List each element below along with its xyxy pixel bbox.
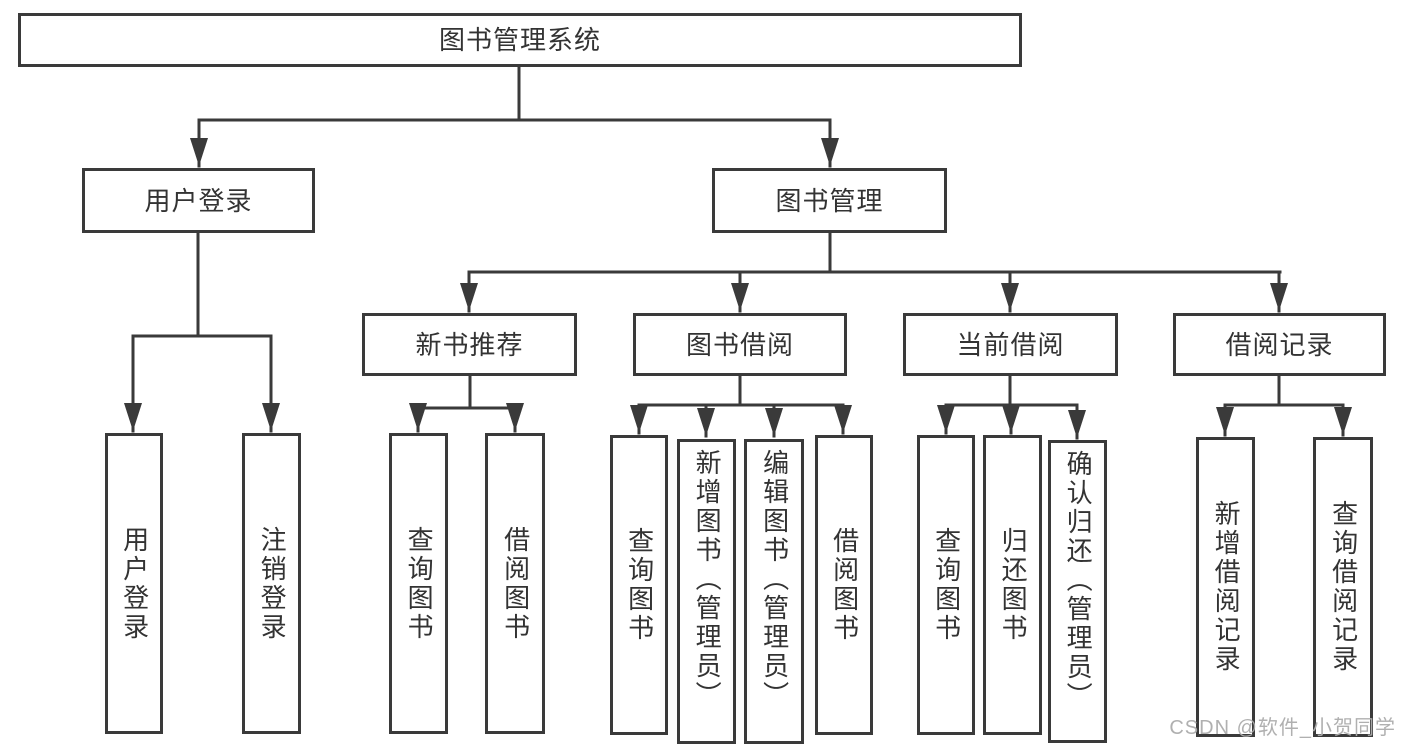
connector-borrow-records (1223, 374, 1345, 407)
node-add-book-admin: 新增图书（管理员） (677, 439, 736, 744)
node-label: 图书借阅 (685, 329, 794, 360)
node-borrow-records: 借阅记录 (1173, 313, 1386, 376)
node-confirm-return-admin: 确认归还（管理员） (1048, 440, 1107, 743)
node-label: 查询借阅记录 (1328, 500, 1359, 674)
node-library-system: 图书管理系统 (18, 13, 1022, 67)
connector-book-borrowing (637, 374, 845, 407)
node-logout-leaf: 注销登录 (242, 433, 301, 734)
node-label: 查询图书 (624, 527, 655, 643)
watermark-text: CSDN @软件_小贺同学 (1169, 717, 1396, 739)
node-label: 编辑图书（管理员） (759, 449, 790, 710)
node-label: 借阅图书 (500, 525, 531, 642)
node-edit-book-admin: 编辑图书（管理员） (744, 439, 804, 744)
node-user-login: 用户登录 (82, 168, 315, 233)
connector-root (197, 65, 832, 122)
node-label: 新增图书（管理员） (692, 449, 723, 710)
node-query-borrow-record: 查询借阅记录 (1313, 437, 1373, 737)
node-label: 查询图书 (404, 525, 435, 642)
node-query-books-borrowing: 查询图书 (610, 435, 668, 735)
node-add-borrow-record: 新增借阅记录 (1196, 437, 1255, 737)
node-current-borrowing: 当前借阅 (903, 313, 1118, 376)
node-label: 当前借阅 (956, 329, 1065, 360)
node-label: 借阅图书 (829, 527, 860, 643)
node-user-login-leaf: 用户登录 (105, 433, 163, 734)
node-borrow-books-recommend: 借阅图书 (485, 433, 545, 734)
node-query-books-recommend: 查询图书 (389, 433, 448, 734)
connector-new-book (416, 374, 517, 410)
node-borrow-books-borrowing: 借阅图书 (815, 435, 873, 735)
node-label: 用户登录 (144, 185, 253, 216)
node-label: 归还图书 (998, 527, 1029, 643)
connector-current-borrowing (944, 374, 1079, 407)
node-label: 用户登录 (119, 525, 150, 642)
node-label: 查询图书 (931, 527, 962, 643)
node-label: 图书管理系统 (438, 25, 601, 55)
node-label: 确认归还（管理员） (1063, 450, 1094, 711)
node-label: 注销登录 (257, 525, 288, 642)
node-new-book-recommend: 新书推荐 (362, 313, 577, 376)
node-label: 新书推荐 (415, 329, 524, 360)
node-label: 新增借阅记录 (1211, 500, 1242, 674)
node-book-management: 图书管理 (712, 168, 947, 233)
node-label: 借阅记录 (1225, 329, 1334, 360)
node-label: 图书管理 (775, 185, 884, 216)
node-book-borrowing: 图书借阅 (633, 313, 847, 376)
connector-user-login (131, 231, 273, 338)
node-return-books: 归还图书 (983, 435, 1042, 735)
connector-book-management (467, 231, 1282, 274)
node-query-books-current: 查询图书 (917, 435, 975, 735)
